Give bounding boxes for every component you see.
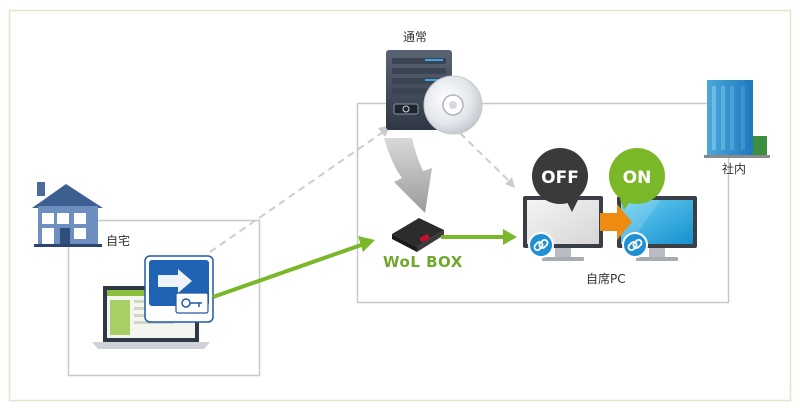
- link-badge-icon: [622, 232, 648, 258]
- boot-arrow: [384, 138, 432, 213]
- link-badge-icon: [528, 232, 554, 258]
- wol-signal-arrow-head: [358, 236, 375, 252]
- wol-box-device-icon: [392, 218, 444, 252]
- bubble-on-label: ON: [623, 168, 652, 188]
- wol-signal-arrow: [212, 242, 365, 299]
- bubble-off: OFF: [532, 148, 588, 212]
- label-office: 社内: [722, 162, 747, 176]
- bubble-on: ON: [609, 148, 665, 210]
- transition-arrow: [600, 204, 632, 240]
- dashed-link-server-pc-arrowhead: [505, 177, 515, 188]
- outer-frame: [8, 9, 792, 402]
- label-normal: 通常: [403, 30, 428, 44]
- wol-to-pc-arrow-head: [503, 229, 517, 245]
- bubble-off-label: OFF: [541, 168, 579, 188]
- house-icon: [32, 182, 103, 247]
- monitor-on-icon: [617, 196, 697, 261]
- label-office-pc: 自席PC: [586, 272, 626, 286]
- label-wol-box: WoL BOX: [383, 253, 463, 271]
- cd-disc-icon: [423, 75, 483, 135]
- label-home: 自宅: [106, 234, 131, 248]
- remote-app-icon: [144, 255, 214, 323]
- office-building-icon: [704, 80, 770, 158]
